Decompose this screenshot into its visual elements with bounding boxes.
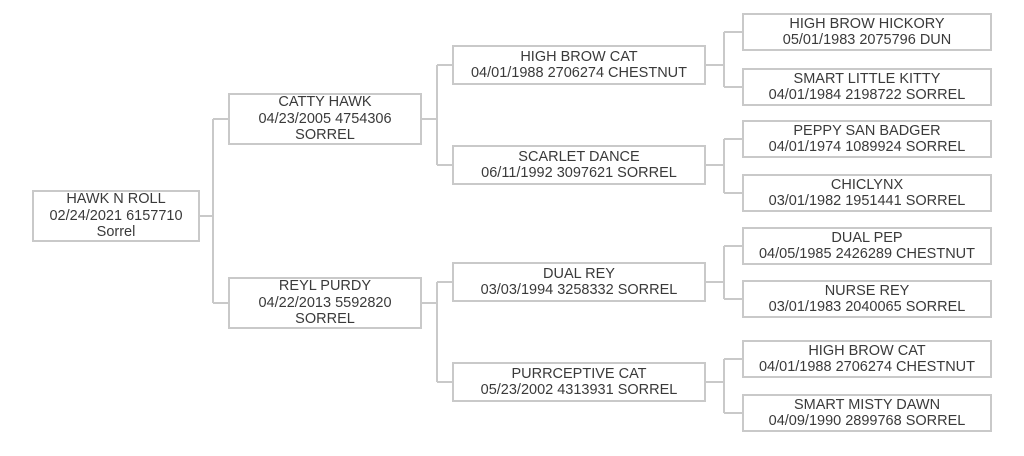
node-dual-rey: DUAL REY 03/03/1994 3258332 SORREL: [452, 262, 706, 302]
horse-details: 04/01/1984 2198722 SORREL: [768, 87, 966, 103]
connector-scarlet-dance-to-parents: [706, 138, 742, 194]
node-high-brow-cat-2: HIGH BROW CAT 04/01/1988 2706274 CHESTNU…: [742, 340, 992, 378]
node-dual-pep: DUAL PEP 04/05/1985 2426289 CHESTNUT: [742, 227, 992, 265]
horse-details: 04/01/1988 2706274 CHESTNUT: [758, 359, 976, 375]
node-scarlet-dance: SCARLET DANCE 06/11/1992 3097621 SORREL: [452, 145, 706, 185]
horse-name: CHICLYNX: [830, 176, 904, 193]
horse-details: 02/24/2021 6157710: [49, 207, 183, 224]
horse-details: 04/22/2013 5592820: [258, 294, 392, 311]
node-smart-misty-dawn: SMART MISTY DAWN 04/09/1990 2899768 SORR…: [742, 394, 992, 432]
horse-name: SCARLET DANCE: [518, 148, 640, 165]
horse-details: 04/01/1988 2706274 CHESTNUT: [470, 65, 688, 81]
connector-reyl-purdy-to-parents: [422, 281, 452, 383]
horse-name: HIGH BROW HICKORY: [789, 15, 945, 32]
horse-name: SMART MISTY DAWN: [793, 396, 941, 413]
horse-details: 05/23/2002 4313931 SORREL: [480, 382, 678, 398]
horse-details: 03/03/1994 3258332 SORREL: [480, 282, 678, 298]
horse-color: SORREL: [295, 127, 355, 144]
horse-color: SORREL: [295, 311, 355, 328]
horse-color: Sorrel: [96, 224, 136, 241]
node-peppy-san-badger: PEPPY SAN BADGER 04/01/1974 1089924 SORR…: [742, 120, 992, 158]
horse-name: PEPPY SAN BADGER: [793, 122, 941, 139]
connector-catty-hawk-to-parents: [422, 64, 452, 166]
horse-details: 04/01/1974 1089924 SORREL: [768, 139, 966, 155]
node-nurse-rey: NURSE REY 03/01/1983 2040065 SORREL: [742, 280, 992, 318]
connector-purrceptive-cat-to-parents: [706, 358, 742, 414]
horse-name: DUAL PEP: [831, 229, 903, 246]
connector-dual-rey-to-parents: [706, 245, 742, 300]
node-high-brow-hickory: HIGH BROW HICKORY 05/01/1983 2075796 DUN: [742, 13, 992, 51]
horse-name: DUAL REY: [543, 265, 615, 282]
node-chiclynx: CHICLYNX 03/01/1982 1951441 SORREL: [742, 174, 992, 212]
connector-high-brow-cat-to-parents: [706, 31, 742, 88]
horse-details: 03/01/1982 1951441 SORREL: [768, 193, 966, 209]
connector-root-to-gen2: [200, 118, 228, 304]
node-reyl-purdy: REYL PURDY 04/22/2013 5592820 SORREL: [228, 277, 422, 329]
horse-name: HIGH BROW CAT: [520, 48, 638, 65]
node-hawk-n-roll: HAWK N ROLL 02/24/2021 6157710 Sorrel: [32, 190, 200, 242]
horse-name: CATTY HAWK: [278, 94, 372, 111]
horse-details: 04/23/2005 4754306: [258, 110, 392, 127]
horse-details: 05/01/1983 2075796 DUN: [782, 32, 952, 48]
node-smart-little-kitty: SMART LITTLE KITTY 04/01/1984 2198722 SO…: [742, 68, 992, 106]
horse-details: 03/01/1983 2040065 SORREL: [768, 299, 966, 315]
horse-details: 04/09/1990 2899768 SORREL: [768, 413, 966, 429]
horse-name: REYL PURDY: [278, 278, 372, 295]
node-high-brow-cat: HIGH BROW CAT 04/01/1988 2706274 CHESTNU…: [452, 45, 706, 85]
horse-name: SMART LITTLE KITTY: [793, 70, 941, 87]
node-purrceptive-cat: PURRCEPTIVE CAT 05/23/2002 4313931 SORRE…: [452, 362, 706, 402]
horse-name: PURRCEPTIVE CAT: [511, 365, 647, 382]
horse-name: NURSE REY: [824, 282, 910, 299]
horse-details: 04/05/1985 2426289 CHESTNUT: [758, 246, 976, 262]
horse-name: HAWK N ROLL: [66, 191, 166, 208]
node-catty-hawk: CATTY HAWK 04/23/2005 4754306 SORREL: [228, 93, 422, 145]
horse-name: HIGH BROW CAT: [808, 342, 926, 359]
horse-details: 06/11/1992 3097621 SORREL: [481, 165, 677, 181]
